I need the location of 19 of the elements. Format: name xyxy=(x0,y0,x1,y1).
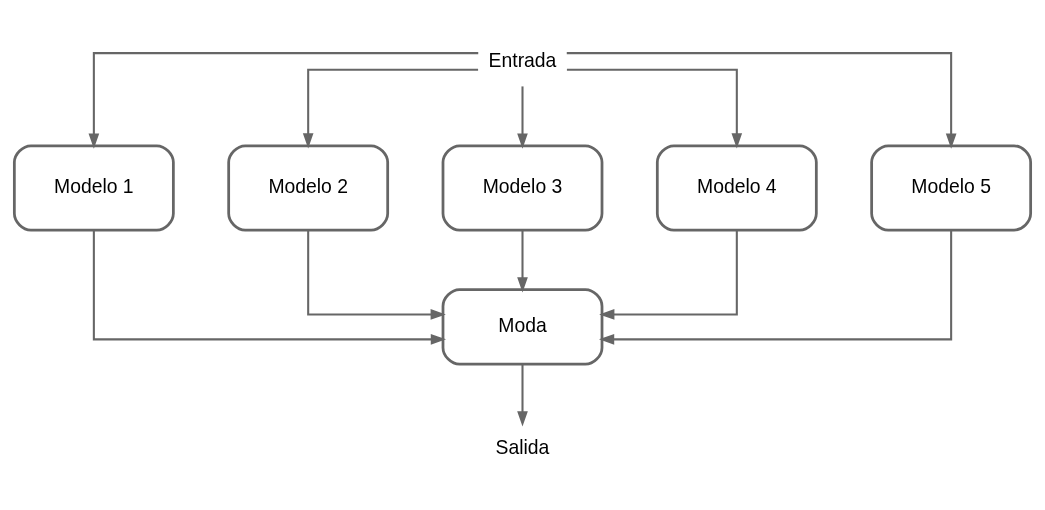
arrow xyxy=(92,230,446,345)
node-text: Entrada xyxy=(488,48,557,71)
arrow xyxy=(566,68,743,149)
arrow xyxy=(307,230,446,320)
arrow xyxy=(517,364,528,427)
arrow xyxy=(517,86,528,149)
arrow xyxy=(302,68,479,149)
node-box: Modelo 2 xyxy=(227,144,390,232)
arrow xyxy=(599,230,738,320)
node-text: Salida xyxy=(495,435,550,458)
node-box: Modelo 5 xyxy=(870,144,1033,232)
arrow xyxy=(599,230,953,345)
node-box: Moda xyxy=(441,288,604,366)
node-box: Modelo 3 xyxy=(441,144,604,232)
node-box: Modelo 1 xyxy=(12,144,175,232)
arrow xyxy=(566,52,957,149)
arrow xyxy=(517,230,528,293)
node-box: Modelo 4 xyxy=(655,144,818,232)
arrow xyxy=(88,52,479,149)
